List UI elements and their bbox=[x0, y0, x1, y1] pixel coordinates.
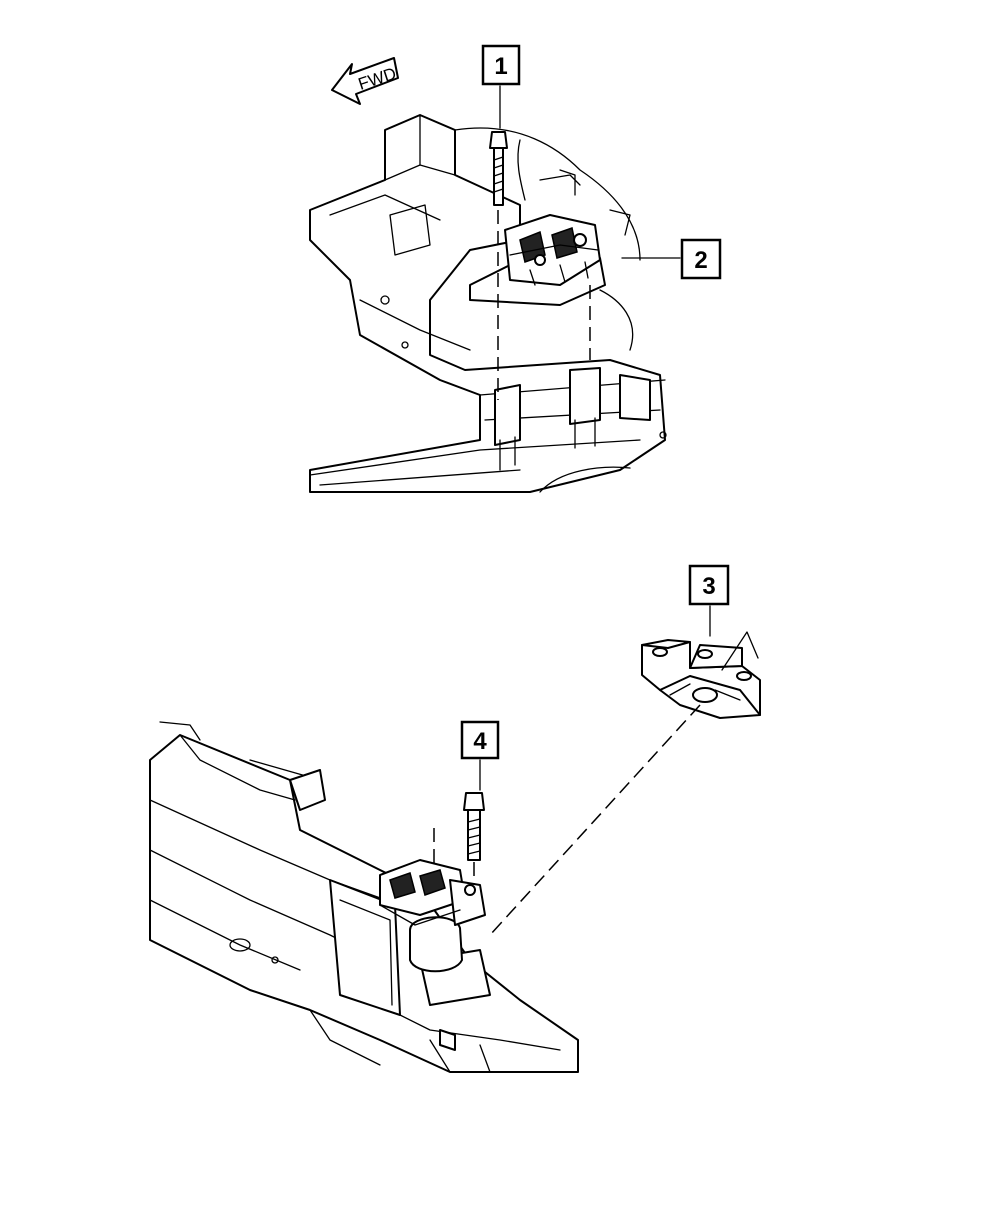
assembly-line-bottom bbox=[489, 704, 701, 936]
callout-1: 1 bbox=[481, 44, 521, 86]
callout-3: 3 bbox=[688, 564, 730, 606]
callout-2: 2 bbox=[680, 238, 722, 280]
fwd-arrow: FWD bbox=[331, 57, 399, 105]
leader-3-arrows bbox=[721, 631, 759, 671]
frame-rail-bottom bbox=[149, 721, 579, 1073]
bolt-bottom bbox=[463, 792, 485, 861]
callout-4: 4 bbox=[460, 720, 500, 760]
top-view: FWD bbox=[309, 44, 722, 493]
mount-bracket bbox=[641, 639, 761, 719]
body-outline-top bbox=[454, 127, 641, 351]
bottom-view: 3 4 bbox=[149, 564, 761, 1073]
transmission-mount-top bbox=[469, 214, 606, 306]
frame-rail-top bbox=[309, 114, 667, 493]
callout-1-label: 1 bbox=[494, 53, 507, 80]
callout-3-label: 3 bbox=[702, 573, 715, 600]
callout-4-label: 4 bbox=[473, 728, 487, 755]
transmission-mount-bottom bbox=[379, 859, 486, 973]
fwd-label: FWD bbox=[356, 64, 399, 94]
bolt-top bbox=[489, 131, 508, 206]
callout-2-label: 2 bbox=[694, 247, 707, 274]
